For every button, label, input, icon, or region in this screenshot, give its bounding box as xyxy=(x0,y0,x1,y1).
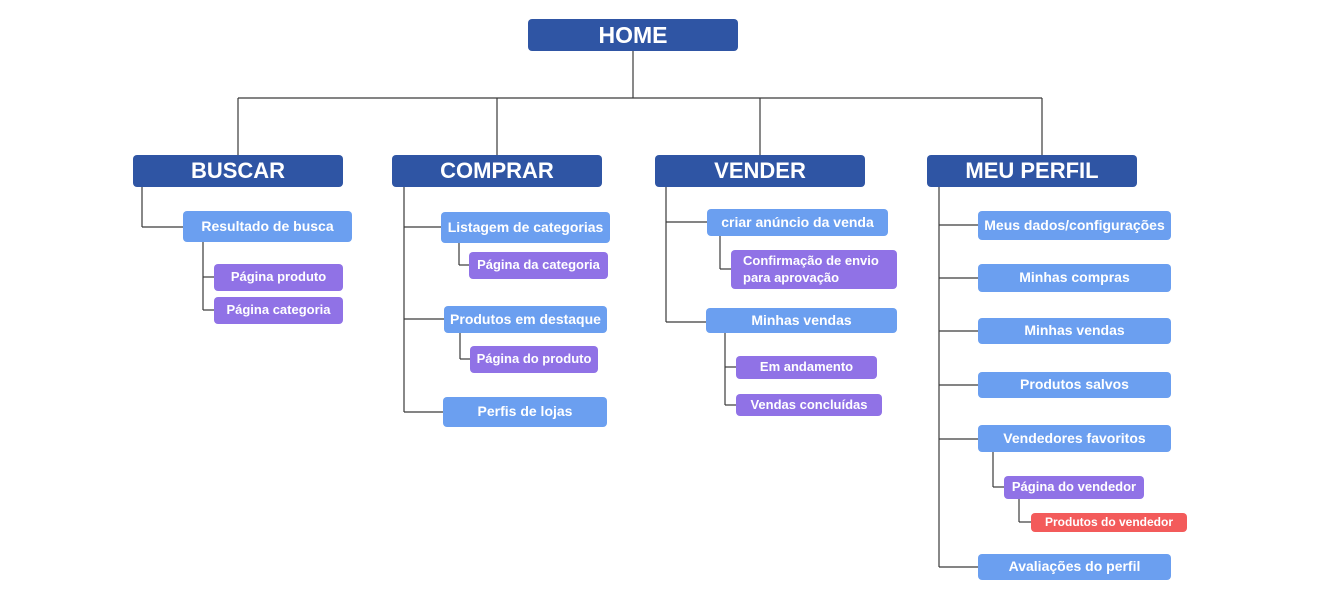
vender-node: VENDER xyxy=(655,155,865,187)
criar-anuncio-node: criar anúncio da venda xyxy=(707,209,888,236)
produtos-do-vendedor-node: Produtos do vendedor xyxy=(1031,513,1187,532)
pagina-da-categoria-node: Página da categoria xyxy=(469,252,608,279)
buscar-node: BUSCAR xyxy=(133,155,343,187)
meus-dados-node: Meus dados/configurações xyxy=(978,211,1171,240)
produtos-salvos-node: Produtos salvos xyxy=(978,372,1171,398)
confirmacao-de-envio-node: Confirmação de envio para aprovação xyxy=(731,250,897,289)
listagem-de-categorias-node: Listagem de categorias xyxy=(441,212,610,243)
minhas-compras-node: Minhas compras xyxy=(978,264,1171,292)
vendedores-favoritos-node: Vendedores favoritos xyxy=(978,425,1171,452)
vendas-concluidas-node: Vendas concluídas xyxy=(736,394,882,416)
meu-perfil-node: MEU PERFIL xyxy=(927,155,1137,187)
home-node: HOME xyxy=(528,19,738,51)
avaliacoes-do-perfil-node: Avaliações do perfil xyxy=(978,554,1171,580)
resultado-de-busca-node: Resultado de busca xyxy=(183,211,352,242)
pagina-produto-node: Página produto xyxy=(214,264,343,291)
pagina-do-vendedor-node: Página do vendedor xyxy=(1004,476,1144,499)
perfis-de-lojas-node: Perfis de lojas xyxy=(443,397,607,427)
pagina-categoria-node: Página categoria xyxy=(214,297,343,324)
pagina-do-produto-node: Página do produto xyxy=(470,346,598,373)
comprar-node: COMPRAR xyxy=(392,155,602,187)
minhas-vendas-vender-node: Minhas vendas xyxy=(706,308,897,333)
minhas-vendas-perfil-node: Minhas vendas xyxy=(978,318,1171,344)
em-andamento-node: Em andamento xyxy=(736,356,877,379)
produtos-em-destaque-node: Produtos em destaque xyxy=(444,306,607,333)
